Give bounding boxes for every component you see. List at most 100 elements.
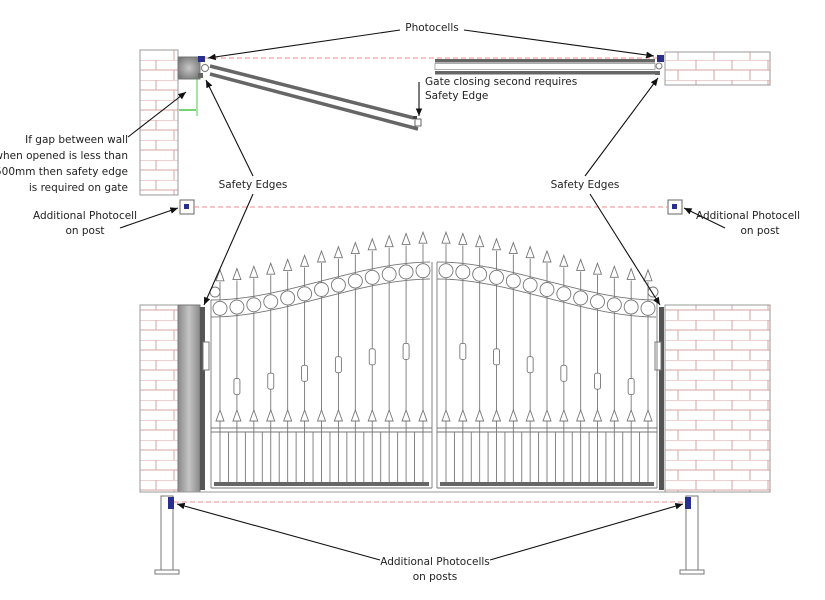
picket-collar (594, 372, 601, 390)
picket-spear (626, 267, 636, 281)
picket-spear (215, 268, 225, 282)
lower-spear (215, 408, 225, 422)
picket-spear (283, 258, 293, 271)
arrow-gap (127, 91, 187, 138)
gate-ring (297, 286, 313, 302)
hinge-left-elev (202, 341, 210, 371)
gate-bottom-safety-edge (214, 482, 429, 486)
safety-edge-left (200, 307, 205, 490)
left-pillar-plan (177, 56, 201, 80)
gate-ring (330, 277, 346, 293)
picket-collar (493, 348, 500, 366)
gate-ring (381, 266, 397, 282)
gate-ring (472, 266, 488, 282)
label-safety-edges-left: Safety Edges (219, 179, 288, 191)
gate-top-rail (436, 261, 657, 301)
gate-ring (505, 273, 521, 289)
picket-spear (559, 254, 569, 267)
picket-spear (542, 249, 552, 263)
lower-spear (592, 408, 603, 422)
picket-spear (384, 234, 394, 248)
hinge-left (201, 64, 209, 72)
picket-collar (526, 356, 534, 374)
gate-ring (438, 263, 454, 279)
gate-leaf-right (436, 230, 659, 489)
arrow-safety-edge-left-bottom (203, 193, 254, 306)
lower-spear (283, 408, 293, 422)
picket-spear (249, 264, 259, 278)
picket-spear (367, 237, 377, 251)
picket-collar (301, 364, 309, 382)
picket-spear (299, 254, 310, 267)
gate-ring (606, 297, 622, 313)
gap-line-2: when opened is less than (0, 150, 128, 162)
hinge-right-elev (654, 341, 662, 371)
picket-spear (333, 245, 344, 259)
gate-top-rail (210, 261, 431, 301)
gap-line-4: is required on gate (29, 182, 128, 194)
gap-line-3: 500mm then safety edge (0, 166, 128, 178)
lower-spear (232, 408, 242, 422)
photocell-right-top (657, 55, 664, 62)
label-photocells: Photocells (405, 22, 459, 34)
label-gap-note: If gap between wall when opened is less … (0, 134, 128, 194)
gate-leaf-left (209, 230, 433, 489)
lower-spear (367, 408, 377, 422)
label-add-photocells-posts-2: on posts (413, 571, 458, 583)
closed-gate-leaf (434, 59, 663, 75)
lower-spear (576, 408, 586, 422)
picket-spear (508, 241, 518, 254)
gate-ring (455, 264, 471, 280)
arrow-safety-edge-right-top (584, 77, 659, 177)
picket-spear (350, 241, 360, 254)
lower-spear (401, 408, 411, 422)
gate-ring (489, 269, 504, 285)
gate-ring (280, 290, 296, 306)
picket-collar (560, 364, 568, 382)
gate-ring (415, 263, 431, 279)
label-add-photocell-left-1: Additional Photocell (33, 210, 137, 222)
lower-spear (559, 408, 569, 422)
picket-collar (233, 378, 241, 396)
arrow-safety-edge-right-bottom (589, 193, 661, 306)
bottom-posts (154, 495, 705, 575)
picket-spear (316, 249, 327, 263)
picket-spear (232, 267, 242, 281)
photocell-left-top (198, 56, 205, 62)
picket-spear (401, 232, 411, 245)
gap-line-1: If gap between wall (25, 134, 128, 146)
lower-spear (316, 408, 327, 422)
arrow-posts-right (489, 502, 684, 561)
picket-spear (418, 230, 428, 244)
gate-ring (590, 294, 605, 310)
lower-spear (418, 408, 428, 422)
gate-ring (347, 273, 363, 289)
gate-bottom-safety-edge (440, 482, 654, 486)
picket-spear (458, 232, 468, 245)
arrow-photocells-right (463, 29, 655, 59)
scroll-finial (647, 286, 659, 298)
lower-spear (475, 408, 485, 422)
lower-spear (266, 408, 276, 422)
gate-ring (246, 297, 262, 313)
arrow-add-photocell-left (119, 207, 179, 229)
opened-gate-leaf (209, 64, 422, 131)
label-gate-closing-2: Safety Edge (425, 90, 488, 102)
picket-spear (592, 261, 603, 275)
arrow-safety-edge-left-top (205, 79, 254, 177)
lower-spear (458, 408, 468, 422)
gate-ring (398, 264, 414, 280)
picket-spear (491, 237, 502, 251)
label-add-photocell-right-1: Additional Photocell (696, 210, 800, 222)
arrow-add-photocell-right (683, 207, 726, 229)
arrow-posts-left (176, 502, 381, 561)
label-add-photocells-posts-1: Additional Photocells (380, 556, 490, 568)
photocell-post-left (168, 497, 174, 509)
lower-spear (609, 408, 619, 422)
gate-ring (229, 299, 245, 315)
lower-spear (643, 408, 653, 422)
picket-collar (459, 342, 467, 360)
label-add-photocell-right-2: on post (740, 225, 779, 237)
lower-spear (384, 408, 394, 422)
